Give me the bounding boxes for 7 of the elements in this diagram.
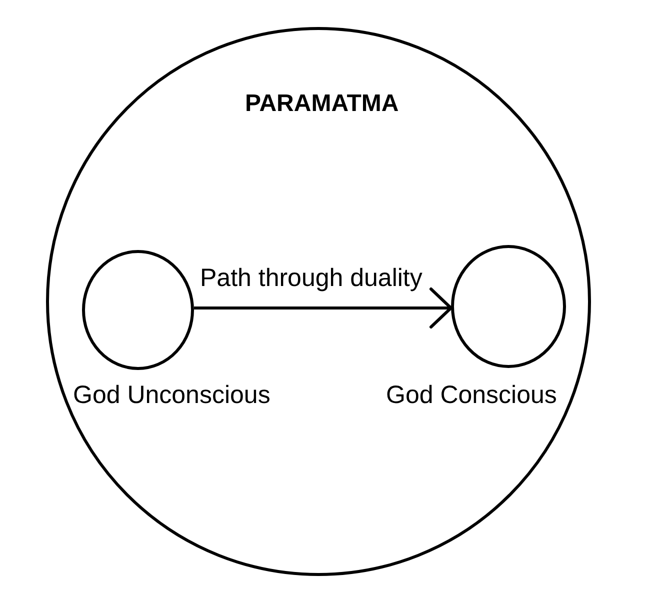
circle-title: PARAMATMA <box>245 89 399 118</box>
small-circle <box>82 250 194 370</box>
circle-caption: God Unconscious <box>73 381 270 410</box>
outer-circle <box>46 27 591 576</box>
small-circle <box>451 245 566 368</box>
circle-caption: God Conscious <box>386 381 557 410</box>
arrow <box>194 288 452 328</box>
